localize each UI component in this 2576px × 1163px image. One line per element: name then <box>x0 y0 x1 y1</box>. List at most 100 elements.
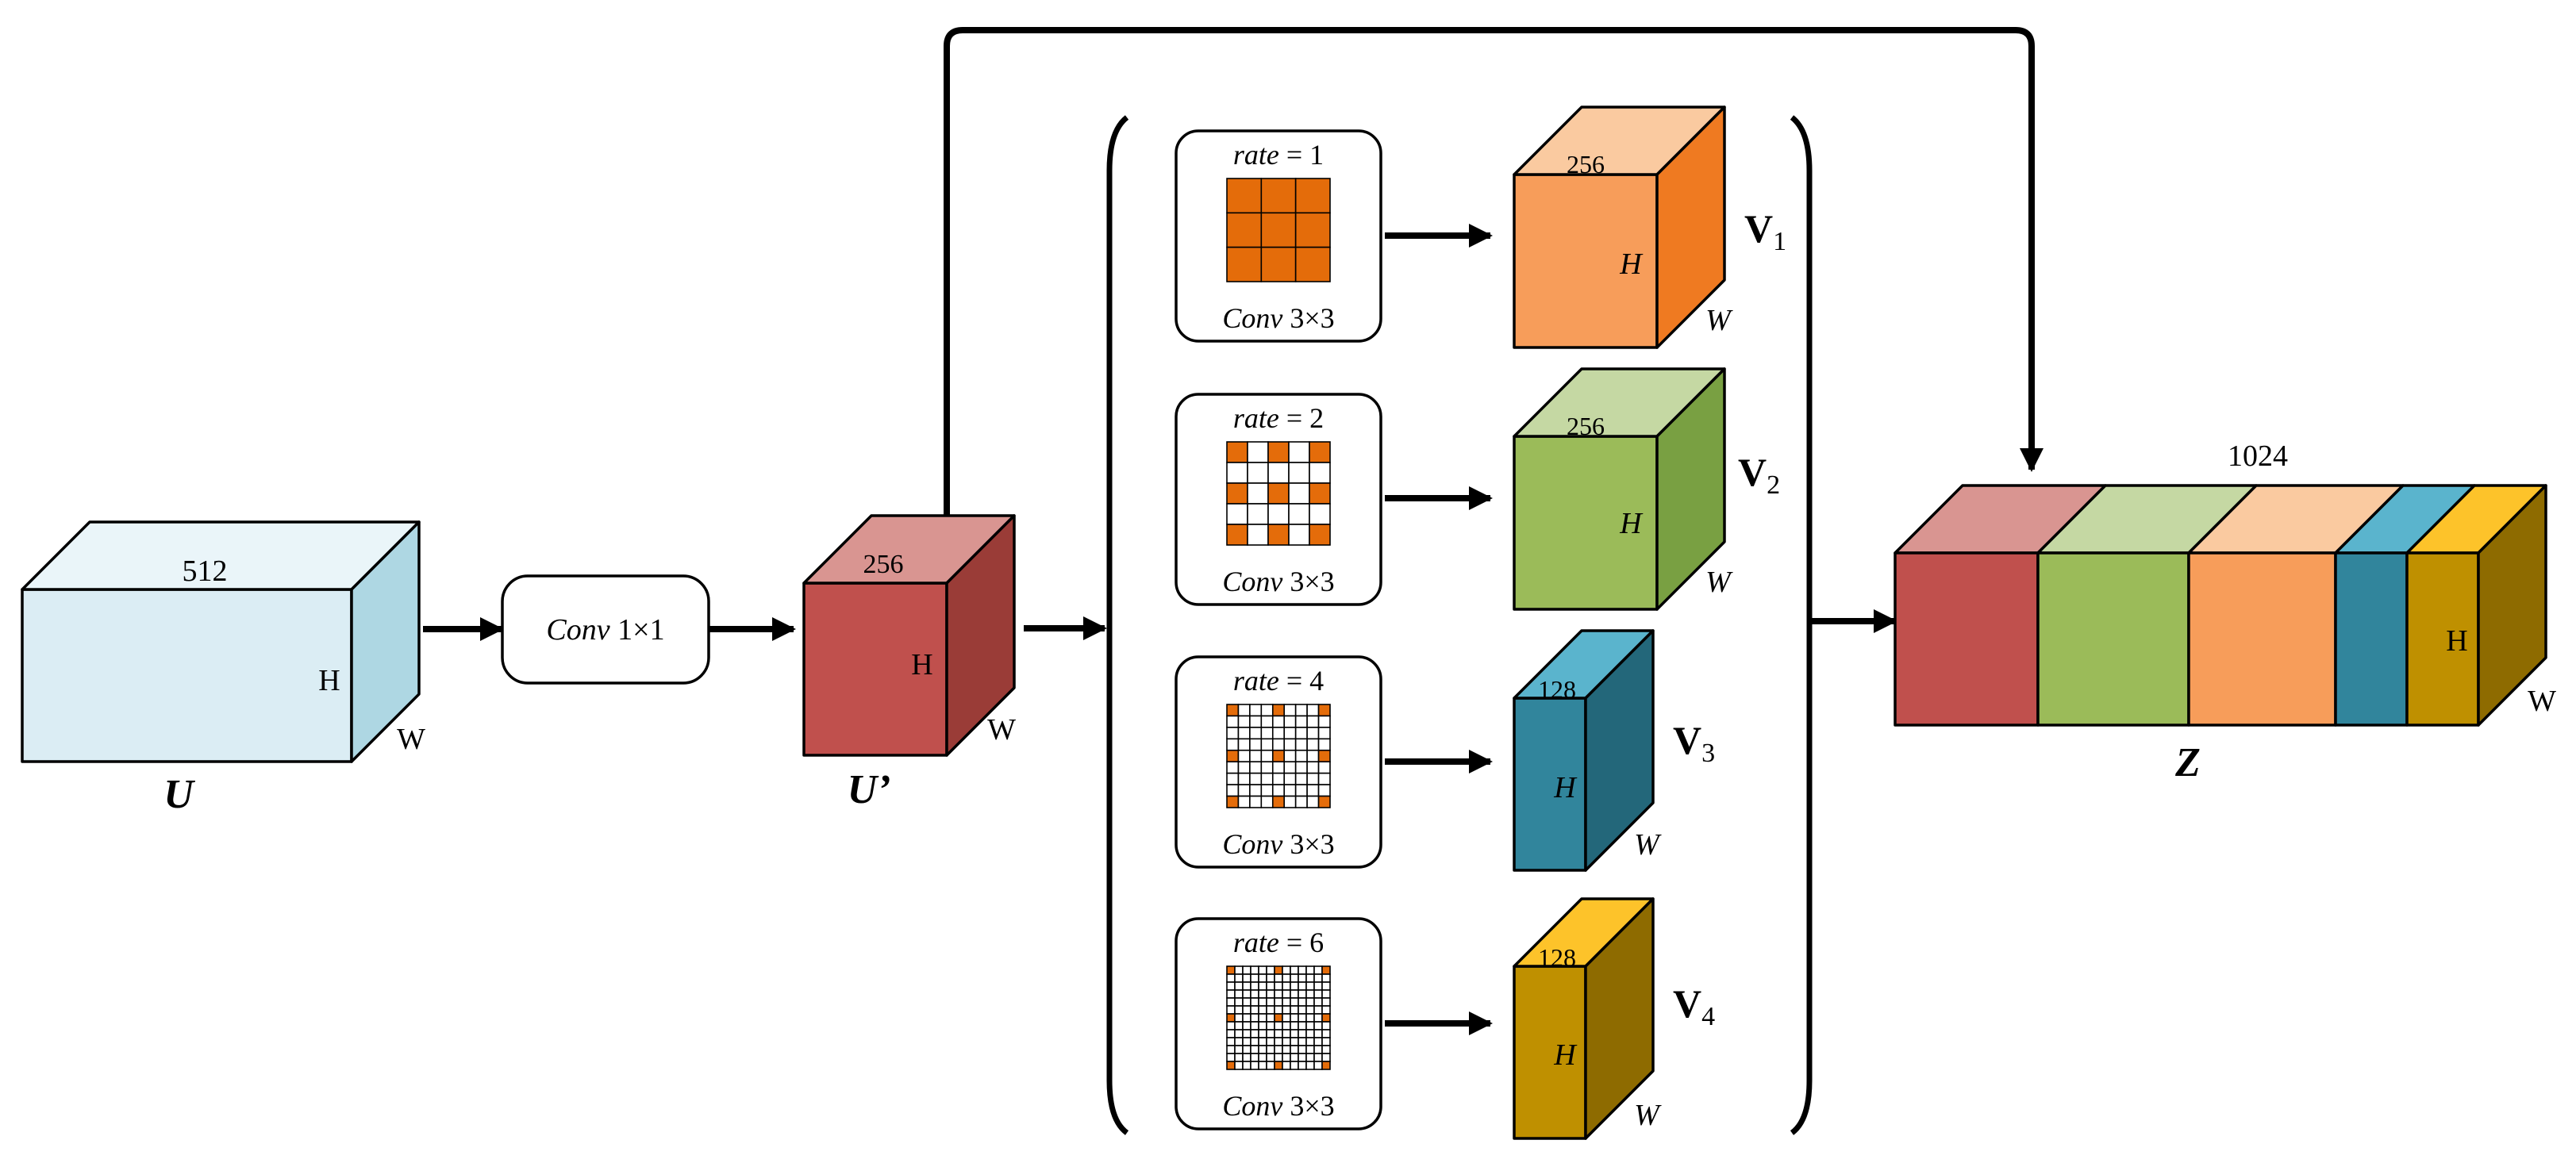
kernel-cell <box>1259 974 1267 982</box>
kernel-cell <box>1261 785 1272 796</box>
kernel-cell <box>1306 1030 1314 1038</box>
kernel-cell <box>1273 762 1284 773</box>
kernel-active-cell <box>1227 213 1261 247</box>
kernel-active-cell <box>1273 750 1284 762</box>
kernel-cell <box>1261 762 1272 773</box>
kernel-cell <box>1261 773 1272 785</box>
kernel-cell <box>1251 1014 1259 1022</box>
svg-text:V1: V1 <box>1744 206 1786 256</box>
kernel-cell <box>1298 1061 1306 1069</box>
kernel-cell <box>1314 966 1322 974</box>
kernel-cell <box>1284 750 1295 762</box>
z-slab-uprime <box>1895 553 2038 725</box>
v1-subscript: 1 <box>1773 227 1786 256</box>
kernel-cell <box>1319 762 1330 773</box>
kernel-cell <box>1259 990 1267 998</box>
kernel-cell <box>1250 750 1261 762</box>
kernel-active-cell <box>1319 704 1330 716</box>
branch-2: rate = 2 Conv 3×3 256 H W V2 <box>1176 369 1780 609</box>
kernel-cell <box>1307 716 1318 727</box>
kernel-cell <box>1227 990 1235 998</box>
cube-uprime-height: H <box>911 648 932 681</box>
kernel-cell <box>1306 998 1314 1006</box>
kernel-cell <box>1306 1014 1314 1022</box>
kernel-cell <box>1289 504 1309 524</box>
kernel-cell <box>1314 1038 1322 1046</box>
kernel-cell <box>1282 1038 1290 1046</box>
kernel-cell <box>1290 990 1298 998</box>
branch-3: rate = 4 Conv 3×3 128 H W V3 <box>1176 631 1715 870</box>
kernel-active-cell <box>1322 1061 1330 1069</box>
cube-v3-width: W <box>1634 828 1662 862</box>
kernel-active-cell <box>1273 704 1284 716</box>
kernel-cell <box>1243 990 1251 998</box>
kernel-active-cell <box>1227 966 1235 974</box>
kernel-cell <box>1322 982 1330 990</box>
kernel-cell <box>1275 1038 1282 1046</box>
kernel-cell <box>1284 704 1295 716</box>
kernel-cell <box>1290 998 1298 1006</box>
branch-2-conv-size: 3×3 <box>1290 566 1334 597</box>
kernel-cell <box>1298 998 1306 1006</box>
kernel-cell <box>1298 966 1306 974</box>
kernel-cell <box>1314 1054 1322 1061</box>
kernel-cell <box>1319 739 1330 750</box>
v3-subscript: 3 <box>1701 739 1715 768</box>
kernel-active-cell <box>1296 213 1330 247</box>
kernel-cell <box>1238 727 1249 739</box>
kernel-cell <box>1250 716 1261 727</box>
kernel-cell <box>1282 1022 1290 1030</box>
kernel-cell <box>1267 1046 1275 1054</box>
kernel-cell <box>1235 998 1243 1006</box>
kernel-active-cell <box>1227 796 1238 808</box>
kernel-cell <box>1289 524 1309 545</box>
kernel-active-cell <box>1268 524 1289 545</box>
v4-name: V <box>1673 981 1701 1026</box>
right-bracket <box>1792 117 1809 1133</box>
kernel-cell <box>1275 1030 1282 1038</box>
cube-uprime-width: W <box>987 713 1016 747</box>
kernel-cell <box>1251 966 1259 974</box>
kernel-cell <box>1322 998 1330 1006</box>
kernel-cell <box>1261 704 1272 716</box>
kernel-cell <box>1248 483 1268 504</box>
kernel-cell <box>1267 966 1275 974</box>
kernel-cell <box>1296 716 1307 727</box>
kernel-cell <box>1227 762 1238 773</box>
kernel-cell <box>1243 982 1251 990</box>
kernel-cell <box>1238 704 1249 716</box>
branch-3-conv-label: Conv <box>1222 828 1282 860</box>
kernel-cell <box>1314 998 1322 1006</box>
kernel-cell <box>1251 1022 1259 1030</box>
kernel-cell <box>1251 1046 1259 1054</box>
dilated-kernel-rate-4 <box>1227 704 1330 808</box>
kernel-cell <box>1250 796 1261 808</box>
kernel-cell <box>1243 1046 1251 1054</box>
kernel-cell <box>1243 1030 1251 1038</box>
kernel-active-cell <box>1227 704 1238 716</box>
kernel-active-cell <box>1322 966 1330 974</box>
branch-2-conv-label: Conv <box>1222 566 1282 597</box>
kernel-cell <box>1227 463 1248 483</box>
kernel-cell <box>1275 998 1282 1006</box>
kernel-active-cell <box>1227 178 1261 213</box>
kernel-active-cell <box>1275 1014 1282 1022</box>
kernel-active-cell <box>1227 483 1248 504</box>
kernel-cell <box>1238 796 1249 808</box>
conv1x1-box: Conv 1×1 <box>502 576 709 683</box>
kernel-cell <box>1251 1038 1259 1046</box>
kernel-cell <box>1235 1006 1243 1014</box>
kernel-cell <box>1306 1046 1314 1054</box>
kernel-cell <box>1273 716 1284 727</box>
branch-4-rate-value: = 6 <box>1286 927 1324 958</box>
kernel-cell <box>1314 982 1322 990</box>
kernel-cell <box>1298 1054 1306 1061</box>
left-bracket <box>1109 117 1127 1133</box>
kernel-cell <box>1306 982 1314 990</box>
kernel-cell <box>1251 990 1259 998</box>
kernel-cell <box>1235 1061 1243 1069</box>
cube-u-front <box>22 589 352 762</box>
v2-subscript: 2 <box>1767 470 1780 500</box>
cube-uprime-name: U’ <box>848 767 891 812</box>
kernel-cell <box>1296 704 1307 716</box>
